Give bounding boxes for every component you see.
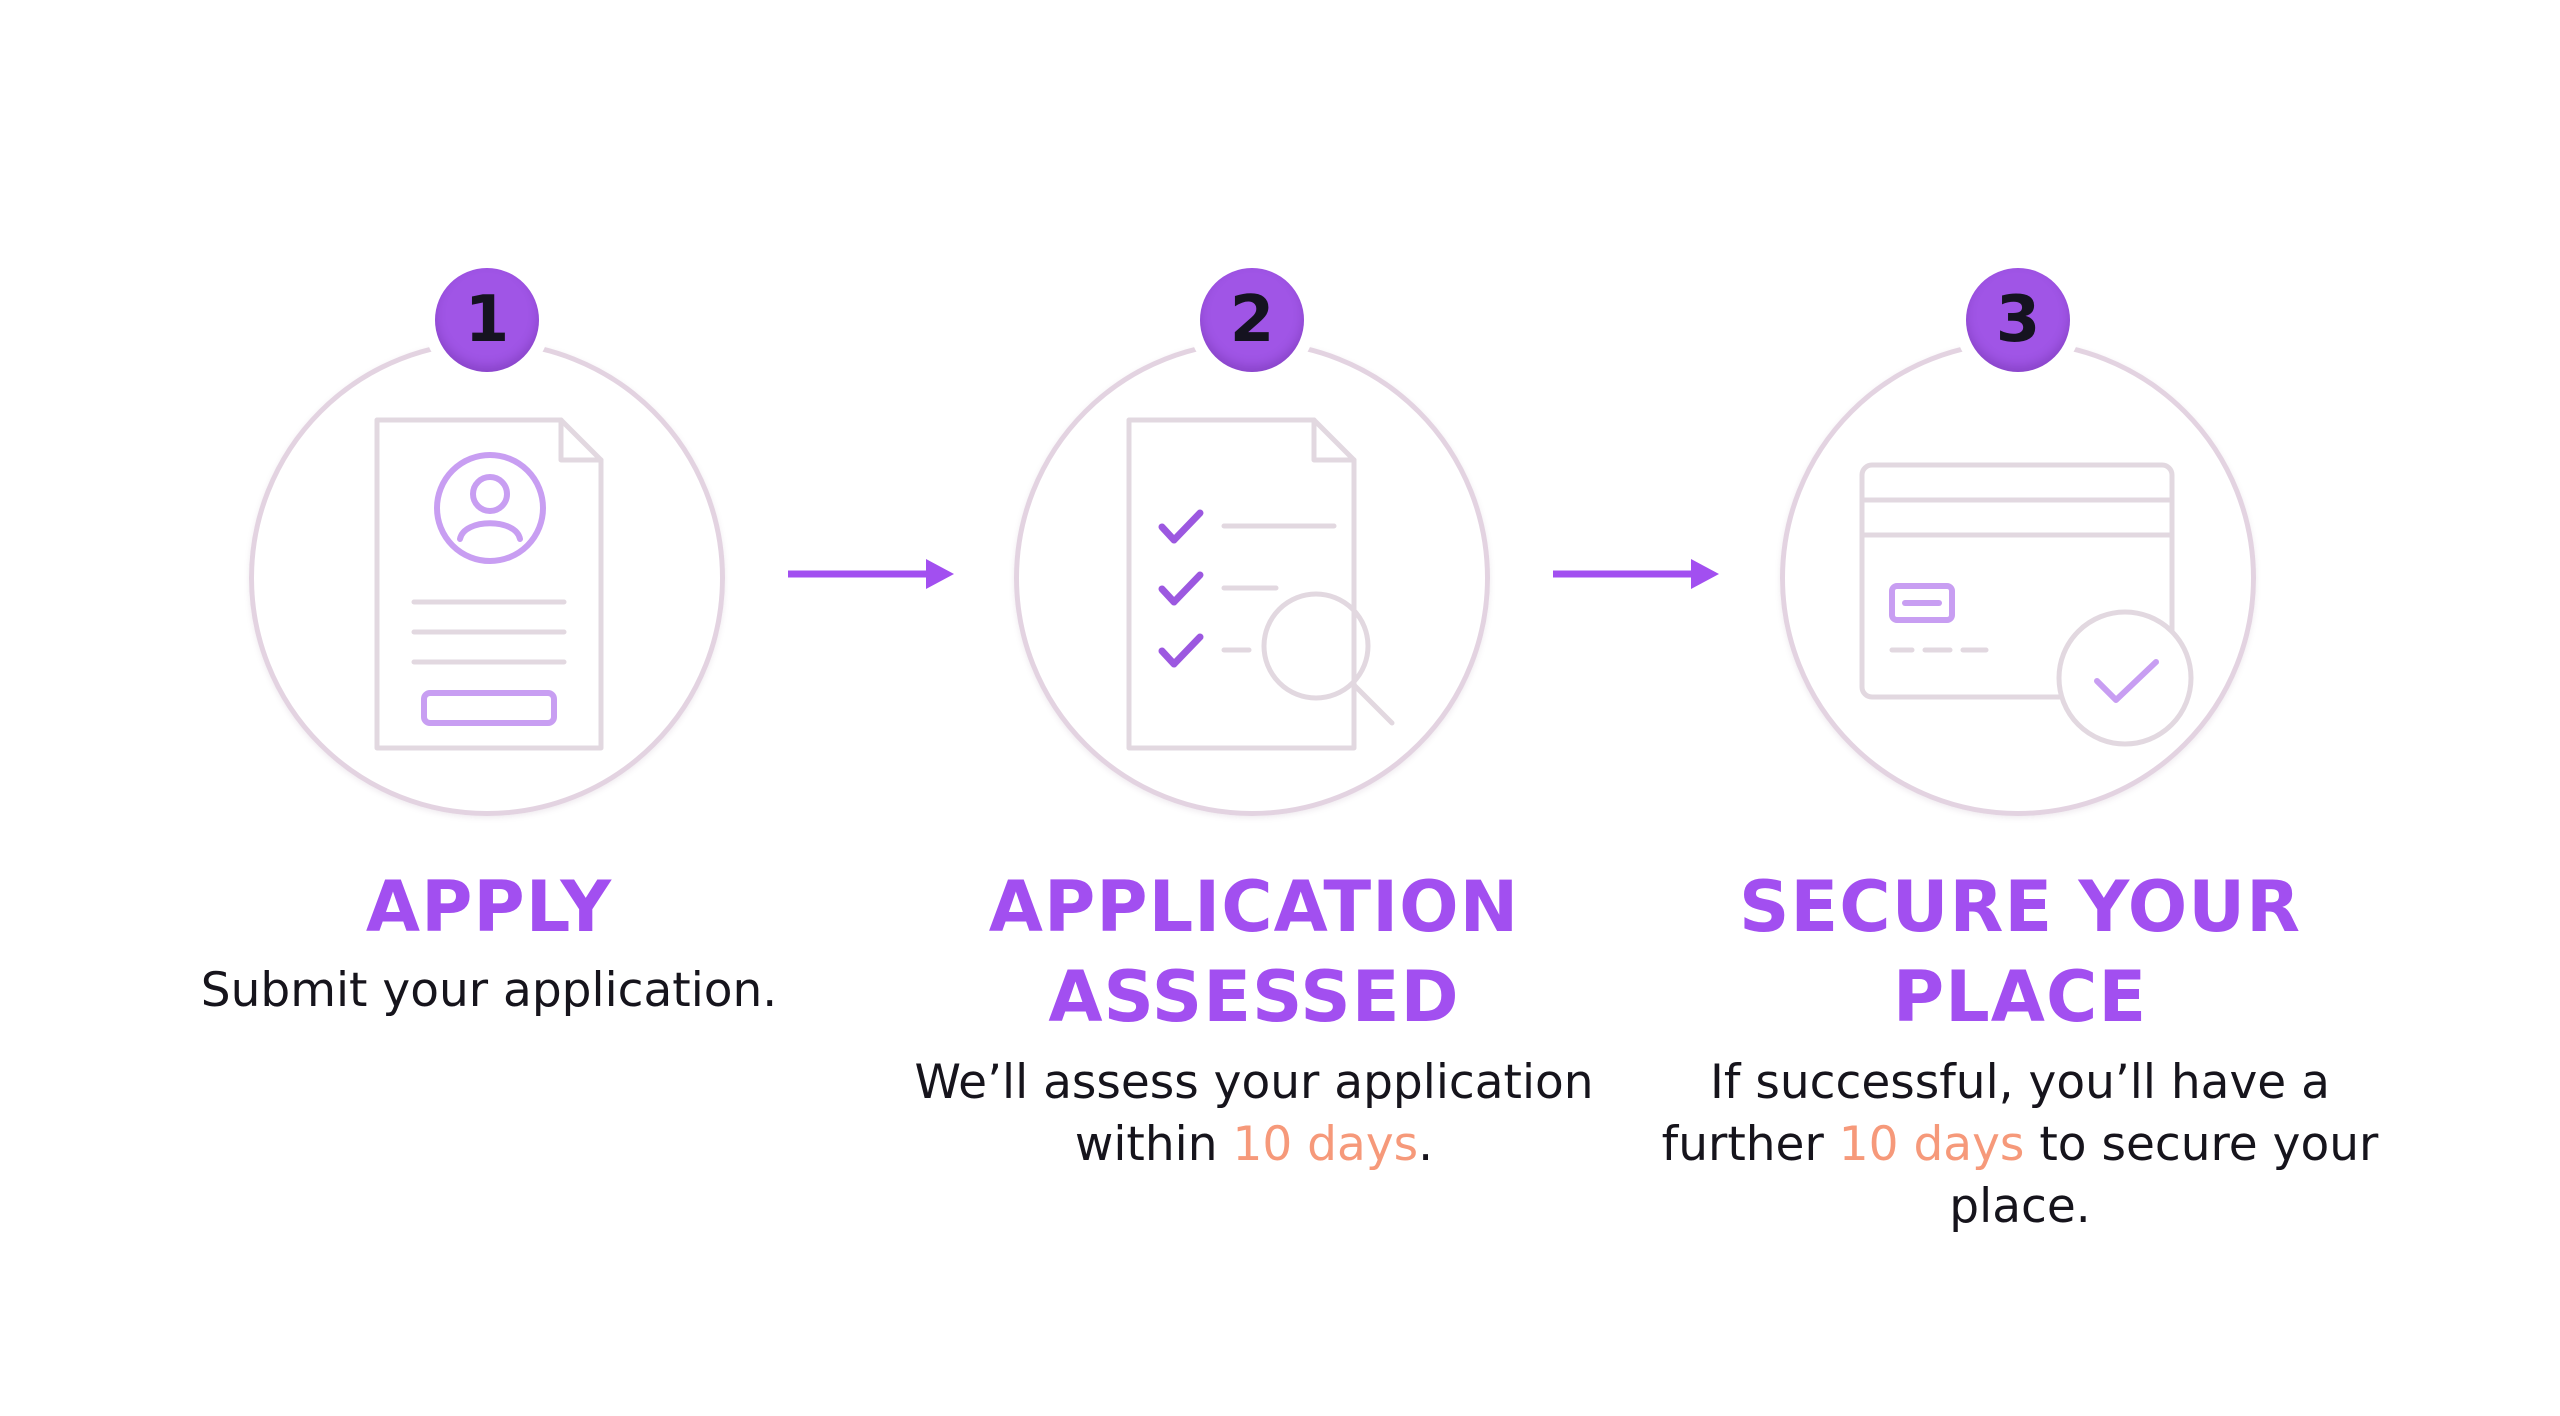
step-title: SECURE YOUR PLACE bbox=[1739, 866, 2301, 1038]
step-application-assessed: 2 APPLICATION ASSESSED We’ll assess your… bbox=[874, 0, 1634, 1416]
arrow-right-icon bbox=[1551, 556, 1721, 592]
step-number-badge: 2 bbox=[1188, 256, 1316, 384]
step-title: APPLY bbox=[365, 866, 613, 948]
step-number-badge: 1 bbox=[423, 256, 551, 384]
step-title: APPLICATION ASSESSED bbox=[988, 866, 1520, 1038]
step-apply: 1 APPLY Submit your application. bbox=[109, 0, 869, 1416]
application-form-icon bbox=[249, 340, 725, 816]
step-number-badge: 3 bbox=[1954, 256, 2082, 384]
step-description: We’ll assess your application within 10 … bbox=[914, 1055, 1594, 1172]
step-description: Submit your application. bbox=[200, 963, 778, 1018]
payment-card-check-icon bbox=[1780, 340, 2256, 816]
step-description: If successful, you’ll have a further 10 … bbox=[1661, 1055, 2379, 1234]
checklist-search-icon bbox=[1014, 340, 1490, 816]
arrow-right-icon bbox=[786, 556, 956, 592]
step-secure-your-place: 3 SECURE YOUR PLACE If successful, you’l… bbox=[1640, 0, 2400, 1416]
